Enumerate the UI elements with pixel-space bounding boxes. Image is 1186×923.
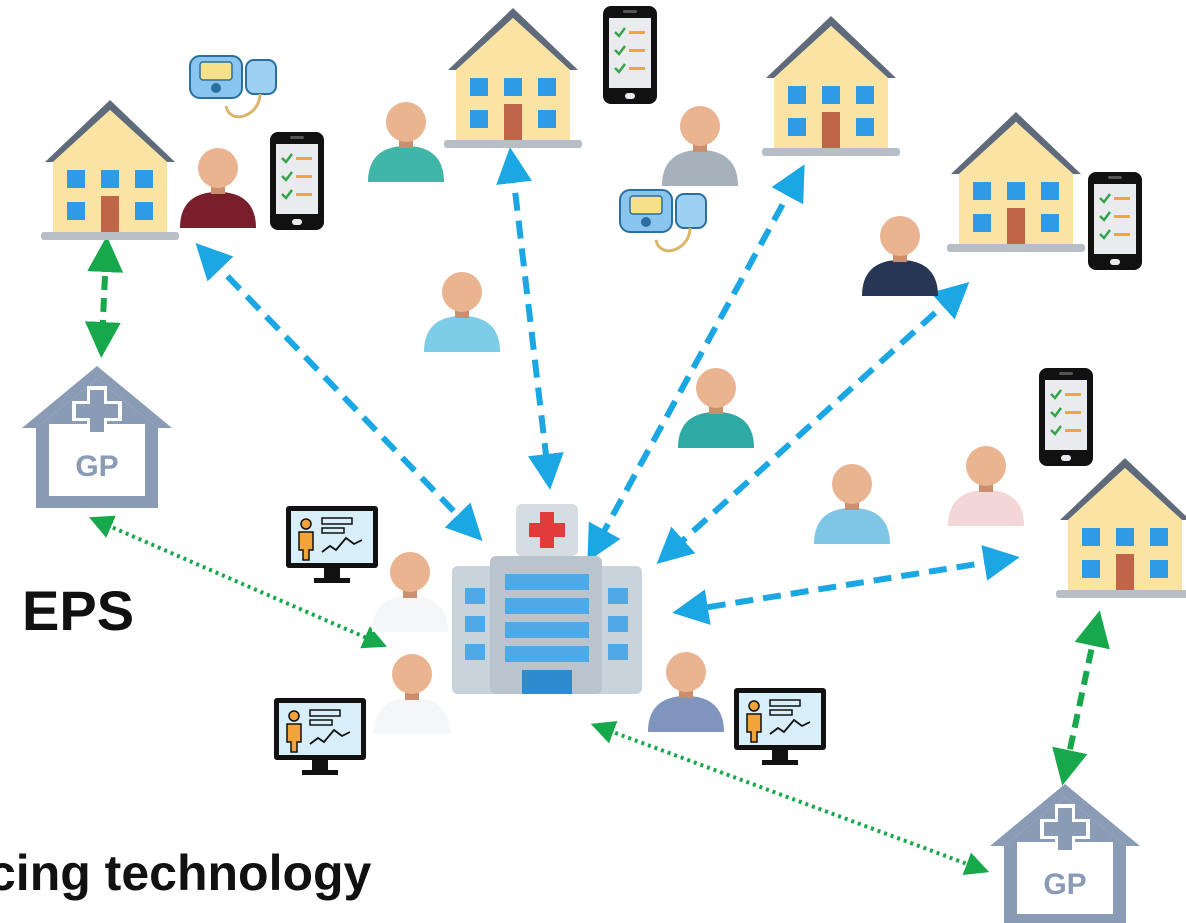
- patient-avatar-icon: [662, 106, 738, 186]
- doctor-avatar-icon: [648, 652, 724, 732]
- patient-avatar-icon: [368, 102, 444, 182]
- eps-label: EPS: [22, 579, 135, 642]
- house-icon: [41, 100, 179, 240]
- patient-avatar-icon: [814, 464, 890, 544]
- gp-building-icon: GP: [990, 784, 1140, 923]
- gp-sign-label: GP: [1043, 868, 1086, 901]
- green-connection-arrows: [84, 236, 1110, 786]
- patient-avatar-icon: [180, 148, 256, 228]
- health-monitor-screen-icon: [733, 687, 827, 766]
- arrow-hospital-house-1: [195, 243, 483, 541]
- smartphone-checklist-icon: [1037, 366, 1095, 468]
- arrow-house-gp-left: [84, 236, 124, 358]
- health-monitor-screen-icon: [273, 697, 367, 776]
- house-icon: [762, 16, 900, 156]
- arrow-gp-hospital-left: [88, 515, 388, 649]
- arrow-hospital-house-5: [672, 545, 1020, 625]
- patient-avatar-icon: [862, 216, 938, 296]
- blood-pressure-monitor-icon: [618, 188, 708, 253]
- technology-caption: cing technology: [0, 845, 372, 901]
- arrow-hospital-house-3: [587, 164, 805, 562]
- nurse-avatar-icon: [424, 272, 500, 352]
- smartphone-checklist-icon: [1086, 170, 1144, 272]
- house-icon: [947, 112, 1085, 252]
- blood-pressure-monitor-icon: [188, 54, 278, 119]
- hospital-icon: [452, 504, 642, 694]
- green-dotted-arrows: [88, 515, 990, 876]
- patient-avatar-icon: [948, 446, 1024, 526]
- arrow-hospital-house-4: [656, 281, 970, 565]
- smartphone-checklist-icon: [268, 130, 326, 232]
- smartphone-checklist-icon: [601, 4, 659, 106]
- gp-building-icon: GP: [22, 366, 172, 508]
- health-monitor-screen-icon: [285, 505, 379, 584]
- gp-sign-label: GP: [75, 450, 118, 483]
- arrow-hospital-house-2: [496, 147, 564, 490]
- doctor-avatar-icon: [374, 654, 450, 734]
- house-icon: [444, 8, 582, 148]
- house-icon: [1056, 458, 1186, 598]
- arrow-house-gp-right: [1052, 610, 1110, 786]
- doctor-avatar-icon: [372, 552, 448, 632]
- blue-connection-arrows: [195, 147, 1020, 625]
